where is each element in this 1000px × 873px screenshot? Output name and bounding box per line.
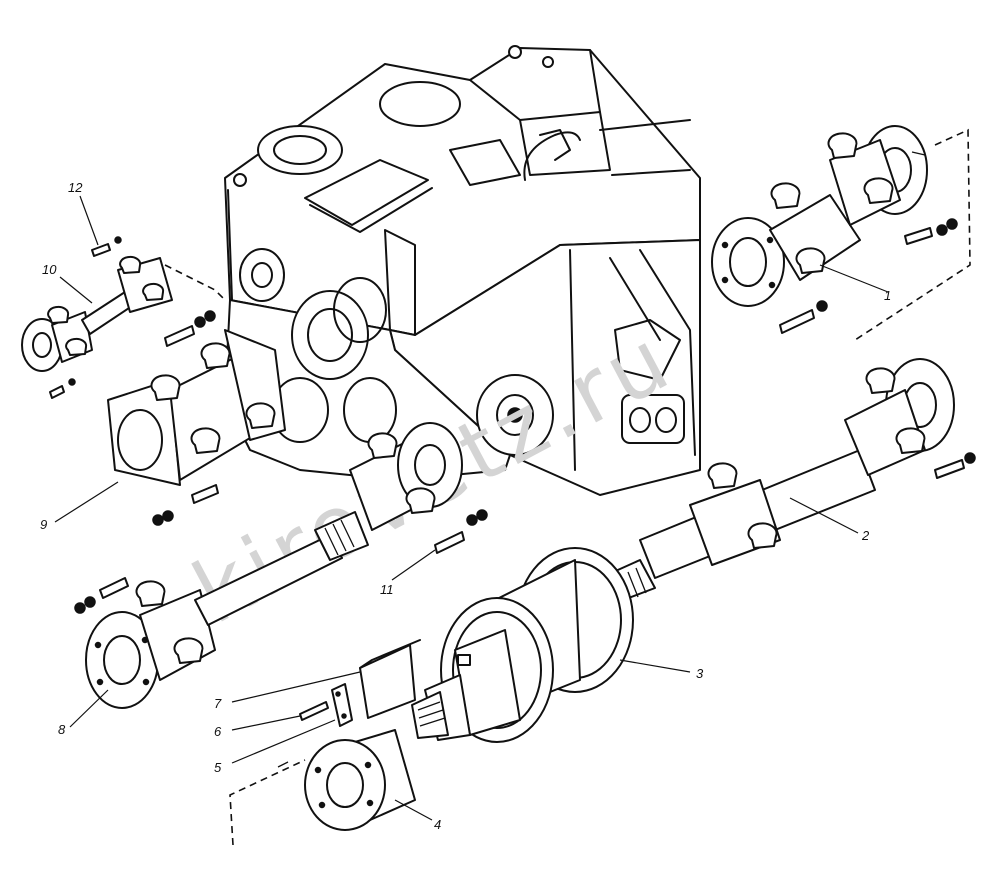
callout-12: 12 — [68, 180, 83, 195]
callout-5: 5 — [214, 760, 222, 775]
cardan-shaft-8 — [74, 422, 488, 709]
lock-plate-shim-bolt — [299, 639, 421, 727]
leader-lines — [54, 195, 889, 821]
cardan-joint-9 — [107, 310, 286, 526]
callout-9: 9 — [40, 517, 47, 532]
cardan-shaft-10 — [21, 236, 226, 399]
brake-drum-hub-3 — [411, 547, 634, 743]
callout-10: 10 — [42, 262, 57, 277]
callout-1: 1 — [884, 288, 891, 303]
flange-sleeve-4 — [229, 729, 416, 846]
callout-labels: 1 2 3 4 5 6 7 8 9 10 12 11 — [40, 180, 891, 832]
callout-7: 7 — [214, 696, 222, 711]
cardan-shaft-2 — [599, 358, 976, 606]
callout-4: 4 — [434, 817, 441, 832]
callout-8: 8 — [58, 722, 66, 737]
callout-2: 2 — [861, 528, 870, 543]
callout-6: 6 — [214, 724, 222, 739]
gearbox-housing — [224, 45, 701, 496]
callout-11: 11 — [380, 582, 394, 597]
cardan-joint-assembly-1 — [711, 125, 971, 341]
callout-3: 3 — [696, 666, 704, 681]
